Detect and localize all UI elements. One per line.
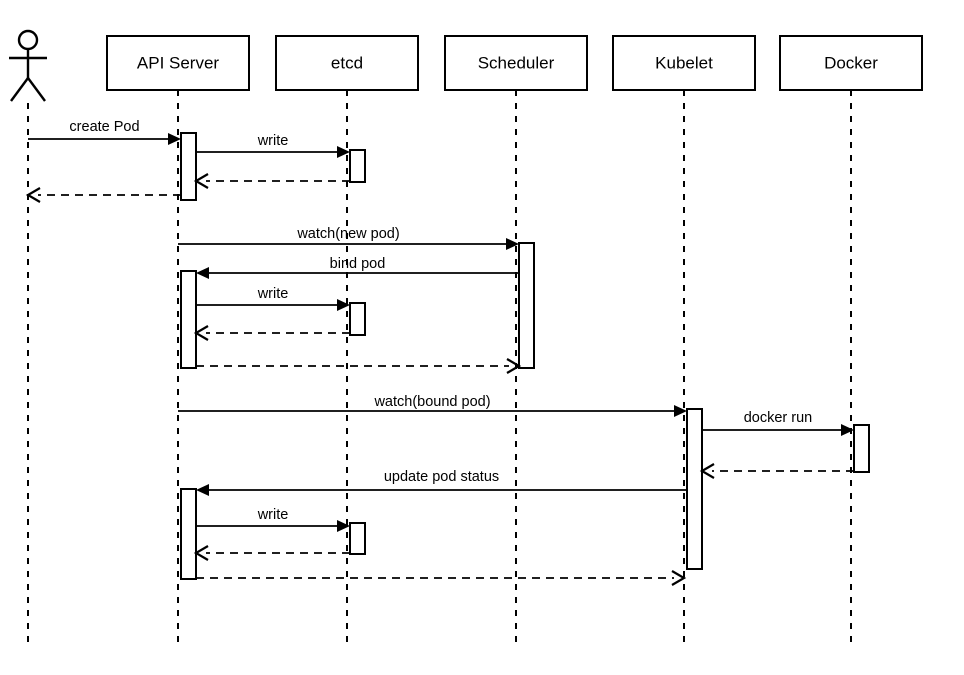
arrowhead-open-icon — [193, 173, 209, 189]
participant-box-etcd — [275, 35, 419, 91]
arrowhead-filled-icon — [674, 405, 687, 417]
arrowhead-filled-icon — [841, 424, 854, 436]
participant-label-scheduler: Scheduler — [478, 53, 555, 72]
activation-bar-apiserver — [180, 488, 197, 580]
lifelines-layer — [27, 90, 852, 645]
participant-header-kubelet[interactable]: Kubelet — [612, 35, 756, 91]
participant-box-scheduler — [444, 35, 588, 91]
arrowhead-open-icon — [193, 545, 209, 561]
activation-bar-etcd — [349, 302, 366, 336]
participant-header-docker[interactable]: Docker — [779, 35, 923, 91]
arrowhead-open-icon — [671, 570, 687, 586]
arrowhead-open-icon — [506, 358, 522, 374]
participant-box-docker — [779, 35, 923, 91]
message-labels-layer: create Pod write watch(new pod) bind pod wri… — [69, 119, 812, 523]
actor-leg-right-icon — [27, 77, 46, 102]
arrowhead-filled-icon — [196, 484, 209, 496]
participant-label-apiserver: API Server — [137, 53, 220, 72]
arrowhead-filled-icon — [168, 133, 181, 145]
participant-box-kubelet — [612, 35, 756, 91]
arrowhead-open-icon — [193, 325, 209, 341]
message-label-m1: create Pod — [69, 119, 139, 135]
activation-bar-apiserver — [180, 132, 197, 201]
message-label-m13: update pod status — [384, 469, 499, 485]
activation-bar-docker — [853, 424, 870, 473]
activation-bars-layer — [180, 132, 870, 580]
participant-headers-layer: API Server etcd Scheduler Kubelet Docker — [106, 35, 923, 91]
message-label-m2: write — [257, 133, 289, 149]
activation-bar-etcd — [349, 149, 366, 183]
actor-head-icon — [17, 29, 39, 51]
activation-bar-kubelet — [686, 408, 703, 570]
activation-bar-etcd — [349, 522, 366, 555]
arrowhead-filled-icon — [337, 299, 350, 311]
participant-header-etcd[interactable]: etcd — [275, 35, 419, 91]
arrowhead-filled-icon — [337, 520, 350, 532]
participant-header-scheduler[interactable]: Scheduler — [444, 35, 588, 91]
messages-layer — [25, 133, 854, 586]
message-label-m5: watch(new pod) — [296, 226, 399, 242]
actor-figure[interactable] — [9, 29, 47, 102]
activation-bar-apiserver — [180, 270, 197, 369]
message-label-m10: watch(bound pod) — [373, 394, 490, 410]
participant-header-apiserver[interactable]: API Server — [106, 35, 250, 91]
activation-bar-scheduler — [518, 242, 535, 369]
message-label-m7: write — [257, 286, 289, 302]
participant-label-etcd: etcd — [331, 53, 363, 72]
message-label-m6: bind pod — [330, 256, 386, 272]
message-label-m14: write — [257, 507, 289, 523]
actor-leg-left-icon — [10, 77, 29, 102]
arrowhead-open-icon — [699, 463, 715, 479]
arrowhead-filled-icon — [337, 146, 350, 158]
message-label-m11: docker run — [744, 410, 813, 426]
arrowhead-open-icon — [25, 187, 41, 203]
arrowhead-filled-icon — [506, 238, 519, 250]
participant-box-apiserver — [106, 35, 250, 91]
participant-label-docker: Docker — [824, 53, 878, 72]
participant-label-kubelet: Kubelet — [655, 53, 713, 72]
arrowhead-filled-icon — [196, 267, 209, 279]
